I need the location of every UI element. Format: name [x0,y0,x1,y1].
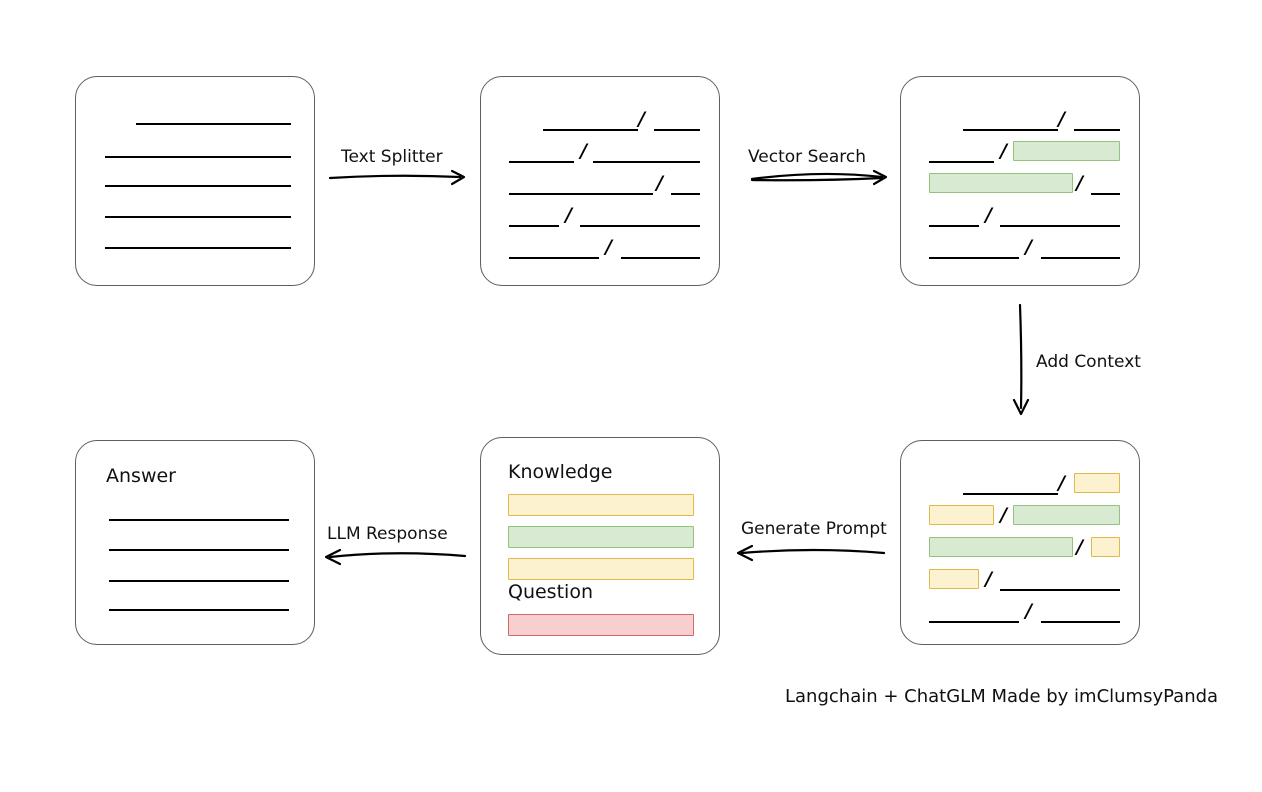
document-line [105,156,291,158]
chunk-line [671,193,700,195]
chunk-line [929,257,1019,259]
chunk-line [1074,129,1120,131]
split-document-box[interactable]: / / / / / [480,76,720,286]
retrieved-chunk-highlight[interactable] [929,537,1073,557]
document-line [105,185,291,187]
prompt-box[interactable]: Knowledge Question [480,437,720,655]
chunk-line [543,129,638,131]
document-line [136,123,291,125]
chunk-line [621,257,700,259]
chunk-separator-icon: / [1076,536,1083,558]
chunk-line [929,161,994,163]
answer-line [109,549,289,551]
chunk-separator-icon: / [1025,236,1032,258]
chunk-separator-icon: / [656,172,663,194]
chunk-line [963,129,1058,131]
chunk-separator-icon: / [985,568,992,590]
chunk-line [929,621,1019,623]
edge-label-add-context: Add Context [1036,352,1141,372]
context-document-box[interactable]: / / / / / [900,440,1140,645]
answer-box[interactable]: Answer [75,440,315,645]
arrow-add-context [1012,303,1030,416]
chunk-separator-icon: / [580,140,587,162]
knowledge-chunk-yellow-2[interactable] [508,558,694,580]
answer-line [109,519,289,521]
document-line [105,247,291,249]
chunk-line [1041,257,1120,259]
question-chunk-red-1[interactable] [508,614,694,636]
footer-credit: Langchain + ChatGLM Made by imClumsyPand… [785,686,1219,707]
chunk-separator-icon: / [985,204,992,226]
edge-label-generate-prompt: Generate Prompt [741,519,887,539]
knowledge-chunk-yellow-1[interactable] [508,494,694,516]
chunk-line [593,161,700,163]
question-heading: Question [508,581,593,603]
edge-label-llm-response: LLM Response [327,524,448,544]
answer-line [109,609,289,611]
document-line [105,216,291,218]
chunk-separator-icon: / [565,204,572,226]
chunk-line [509,161,574,163]
chunk-separator-icon: / [605,236,612,258]
knowledge-chunk-green-1[interactable] [508,526,694,548]
arrow-vector-search [750,169,888,186]
context-chunk-highlight[interactable] [1074,473,1120,493]
chunk-separator-icon: / [638,108,645,130]
chunk-separator-icon: / [1058,472,1065,494]
chunk-line [580,225,700,227]
edge-label-vector-search: Vector Search [748,147,866,167]
chunk-line [509,225,559,227]
edge-label-text-splitter: Text Splitter [341,147,443,167]
chunk-line [1000,589,1120,591]
retrieved-chunk-highlight[interactable] [1013,505,1120,525]
retrieved-chunk-highlight[interactable] [1013,141,1120,161]
context-chunk-highlight[interactable] [929,569,979,589]
chunk-separator-icon: / [1076,172,1083,194]
knowledge-heading: Knowledge [508,461,613,483]
chunk-line [654,129,700,131]
chunk-line [1091,193,1120,195]
chunk-separator-icon: / [1000,140,1007,162]
chunk-separator-icon: / [1058,108,1065,130]
chunk-line [509,193,653,195]
context-chunk-highlight[interactable] [929,505,994,525]
chunk-line [963,493,1058,495]
answer-line [109,580,289,582]
chunk-line [1000,225,1120,227]
answer-heading: Answer [106,465,176,487]
chunk-line [509,257,599,259]
retrieved-chunk-highlight[interactable] [929,173,1073,193]
chunk-separator-icon: / [1000,504,1007,526]
arrow-text-splitter [328,169,466,186]
arrow-llm-response [324,548,467,566]
source-document-box[interactable] [75,76,315,286]
arrow-generate-prompt [736,544,886,562]
chunk-line [1041,621,1120,623]
matched-document-box[interactable]: / / / / / [900,76,1140,286]
chunk-separator-icon: / [1025,600,1032,622]
context-chunk-highlight[interactable] [1091,537,1120,557]
chunk-line [929,225,979,227]
